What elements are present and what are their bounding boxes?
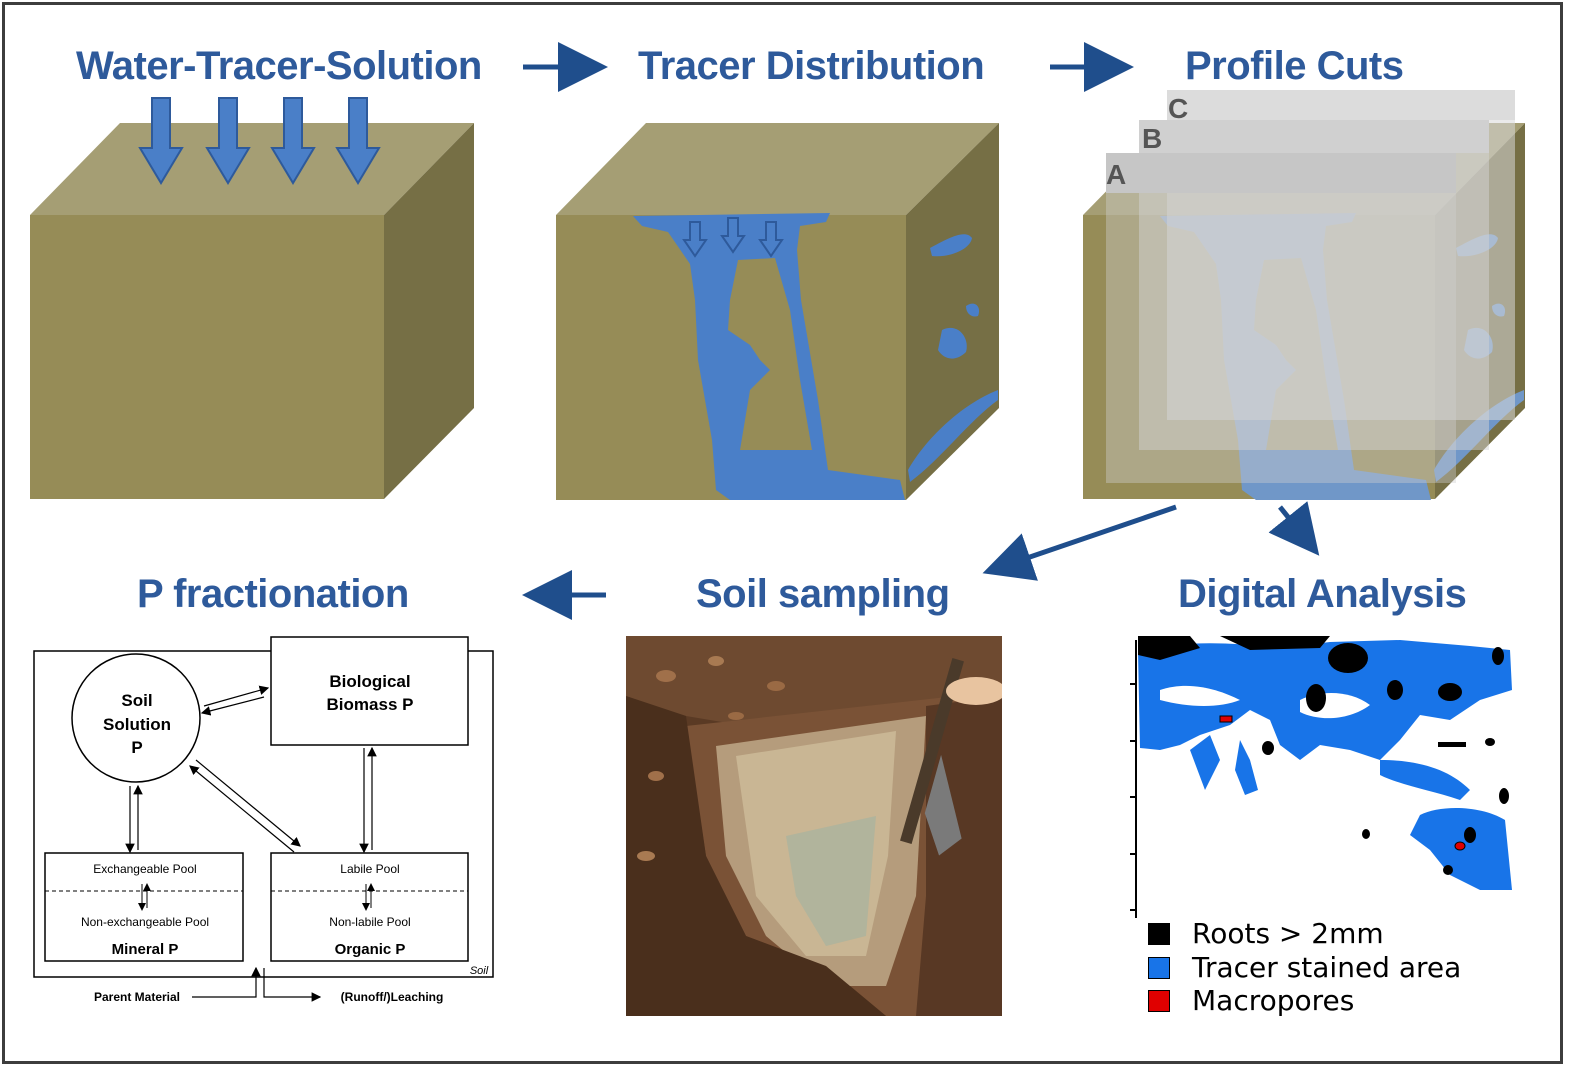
soil-label: Soil [470, 965, 489, 977]
soil-solution-line1: Soil [121, 691, 152, 710]
down-arrow-icon [758, 221, 784, 258]
infiltration-arrows [682, 217, 784, 258]
profile-label-b: B [1142, 123, 1162, 154]
organic-top-pool: Labile Pool [340, 862, 399, 876]
organic-bottom-pool: Non-labile Pool [329, 915, 410, 929]
legend-roots: Roots > 2mm [1148, 917, 1384, 950]
title-tracer-distribution: Tracer Distribution [638, 44, 985, 88]
legend-tracer: Tracer stained area [1148, 951, 1461, 984]
flow-arrows [522, 42, 1320, 620]
down-arrow-icon [720, 217, 746, 254]
soil-solution-line3: P [131, 738, 142, 757]
organic-p-label: Organic P [335, 941, 406, 958]
title-p-fractionation: P fractionation [137, 572, 409, 616]
profile-planes [1106, 90, 1515, 483]
p-fractionation-diagram [33, 636, 494, 1002]
profile-plane-a [1106, 153, 1456, 483]
legend-swatch [1148, 956, 1170, 979]
profile-label-a: A [1106, 159, 1126, 190]
biological-line2: Biomass P [327, 695, 414, 714]
biological-biomass-box [270, 636, 469, 746]
soil-solution-line2: Solution [103, 715, 171, 734]
soil-cube-1 [30, 123, 474, 499]
profile-label-c: C [1168, 93, 1188, 124]
parent-material-label: Parent Material [94, 990, 180, 1004]
down-arrow-icon [205, 97, 251, 185]
title-water-tracer-solution: Water-Tracer-Solution [76, 44, 482, 88]
mineral-top-pool: Exchangeable Pool [93, 862, 196, 876]
down-arrow-icon [335, 97, 381, 185]
down-arrow-icon [270, 97, 316, 185]
water-inflow-arrows [138, 97, 381, 185]
arrow-to-sampling [982, 504, 1177, 581]
legend-label: Roots > 2mm [1192, 917, 1384, 950]
legend-label: Macropores [1192, 984, 1355, 1017]
soil-solution-circle [71, 653, 201, 783]
soil-sampling-photo [626, 636, 1002, 1016]
legend-swatch [1148, 922, 1170, 945]
tracer-plume-2 [633, 213, 998, 500]
leaching-label: (Runoff/)Leaching [341, 990, 444, 1004]
legend-swatch [1148, 989, 1170, 1012]
digital-analysis-map [1130, 636, 1512, 918]
title-soil-sampling: Soil sampling [696, 572, 950, 616]
down-arrow-icon [138, 97, 184, 185]
down-arrow-icon [682, 221, 708, 258]
title-profile-cuts: Profile Cuts [1185, 44, 1404, 88]
arrow-to-digital [1268, 501, 1320, 556]
legend-label: Tracer stained area [1192, 951, 1462, 984]
legend-macropores: Macropores [1148, 984, 1354, 1017]
mineral-bottom-pool: Non-exchangeable Pool [81, 915, 209, 929]
biological-line1: Biological [329, 672, 410, 691]
mineral-p-label: Mineral P [112, 941, 179, 958]
p-diagram-text: Soil Solution P Biological Biomass P Exc… [81, 672, 489, 1004]
title-digital-analysis: Digital Analysis [1178, 572, 1467, 616]
